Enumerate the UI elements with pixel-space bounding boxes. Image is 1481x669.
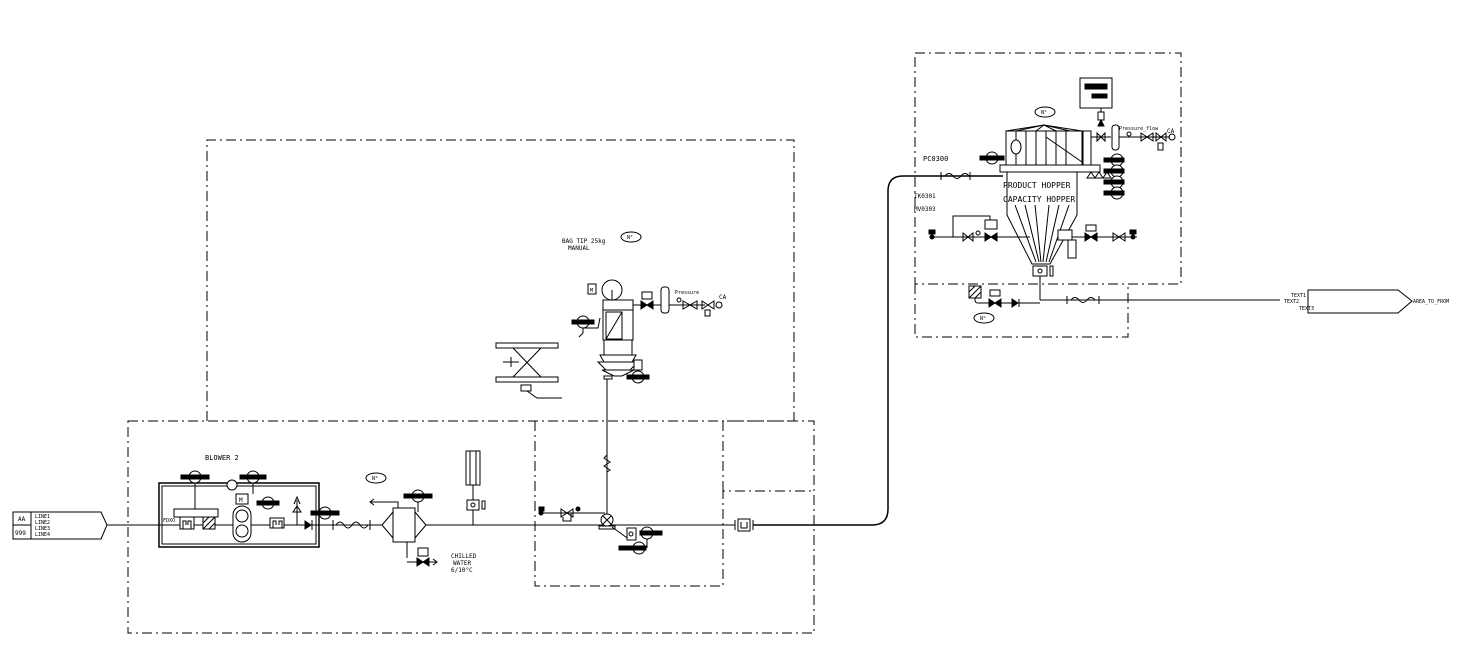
capacity-hopper-label: CAPACITY HOPPER — [1003, 195, 1075, 204]
hopper-area-badge-top — [1034, 106, 1056, 118]
heat-exchanger[interactable]: N° CHILLED WATER 6/10°C — [365, 472, 477, 574]
chilled-water-valve-icon — [416, 557, 430, 567]
bag-tip-pressure-label: Pressure — [675, 290, 699, 296]
offpage-right-text-3: TEXT3 — [1299, 306, 1314, 312]
offpage-left-line-4: LINE4 — [35, 532, 50, 538]
boundary-hopper-area — [914, 52, 1182, 285]
scissor-lift-table[interactable] — [495, 342, 562, 399]
svg-text:M: M — [590, 288, 593, 294]
cooler-area-badge — [365, 472, 387, 484]
main-process-line — [107, 175, 1003, 526]
bag-tip-title-1: BAG TIP 25kg — [562, 238, 606, 245]
pressure-gauge-1[interactable] — [180, 470, 210, 509]
svg-text:N°: N° — [372, 476, 378, 482]
boundary-blower-area — [127, 420, 815, 634]
bag-tip-title-2: MANUAL — [568, 245, 590, 252]
offpage-right-text-1: TEXT1 — [1291, 293, 1306, 299]
outlet-silencer-icon — [269, 517, 285, 529]
inlet-filter-icon — [179, 516, 195, 530]
bag-tip-isolation-valve-icon — [640, 300, 654, 310]
offpage-left-line-1: LINE1 — [35, 514, 50, 520]
boundary-hopper-lower — [914, 284, 1129, 338]
offpage-connector-right-shape[interactable] — [1307, 289, 1413, 314]
flexible-hose-1 — [332, 520, 371, 530]
hopper-area-badge-bottom — [973, 312, 995, 324]
hopper-valve-tag: MV0303 — [914, 206, 936, 213]
blower-inlet-tag: FDXO — [163, 518, 175, 524]
area-boundaries — [127, 52, 1182, 634]
blower-package[interactable]: BLOWER 2 FDXO M — [158, 454, 340, 548]
offpage-right-destination: AREA_TO_FROM — [1413, 299, 1449, 305]
svg-text:N°: N° — [627, 235, 633, 241]
cooler-outlet-gauge[interactable] — [403, 489, 433, 512]
sight-glass[interactable] — [734, 518, 754, 532]
blower-motor-icon — [235, 493, 249, 505]
product-hopper-area[interactable]: N° PC0300 TK0301 MV0303 PRODUCT HOPPER C… — [914, 77, 1280, 324]
blower-title: BLOWER 2 — [205, 454, 239, 462]
position-switch — [611, 526, 663, 555]
check-valve-icon — [304, 520, 312, 530]
rotary-valve-icon — [1032, 265, 1048, 277]
temperature-gauge[interactable] — [256, 496, 280, 510]
hopper-supply-label: CA — [1167, 128, 1175, 135]
diverter-valve-icon[interactable] — [598, 513, 616, 530]
chilled-water-label-3: 6/10°C — [451, 567, 473, 574]
offpage-connector-left[interactable]: AA 999 LINE1 LINE2 LINE3 LINE4 — [12, 511, 108, 540]
air-valve-icon — [560, 508, 574, 518]
level-transmitter-icon — [1079, 77, 1113, 109]
bag-tip-station[interactable]: BAG TIP 25kg MANUAL N° M Pressure — [562, 231, 727, 384]
offpage-left-code-top: AA — [18, 516, 26, 523]
relief-valve-icon — [292, 495, 302, 525]
offpage-left-line-2: LINE2 — [35, 520, 50, 526]
bag-tip-supply-label: CA — [719, 294, 727, 301]
boundary-upper-area — [206, 139, 795, 491]
level-switches[interactable] — [1103, 153, 1125, 200]
boundary-bag-tip-lower — [534, 421, 814, 587]
svg-text:N°: N° — [980, 316, 986, 322]
bag-tip-area-badge — [620, 231, 642, 243]
hopper-tank-tag: TK0301 — [914, 193, 936, 200]
offpage-connector-left-shape[interactable] — [12, 511, 108, 540]
chilled-water-label-2: WATER — [453, 560, 471, 567]
offpage-right-text-2: TEXT2 — [1284, 299, 1299, 305]
discharge-gauge[interactable] — [310, 506, 340, 520]
blower-motor-label: M — [239, 497, 243, 504]
diverter-valve-area[interactable] — [538, 378, 663, 555]
air-receiver-icon — [660, 286, 670, 314]
hopper-flow-label: Pressure_flow — [1119, 126, 1159, 132]
offpage-left-line-3: LINE3 — [35, 526, 50, 532]
svg-text:N°: N° — [1041, 110, 1047, 116]
line-filter[interactable] — [465, 450, 486, 525]
pressure-gauge-2[interactable] — [239, 470, 267, 494]
speed-sensor-icon — [226, 479, 238, 491]
chilled-water-label-1: CHILLED — [451, 553, 477, 560]
offpage-connector-right[interactable]: TEXT1 TEXT2 TEXT3 AREA_TO_FROM — [1284, 289, 1449, 314]
hopper-line-tag: PC0300 — [923, 155, 948, 163]
product-hopper-label: PRODUCT HOPPER — [1003, 181, 1071, 190]
offpage-left-code-bottom: 999 — [15, 530, 26, 537]
blower-body-icon — [232, 505, 252, 543]
